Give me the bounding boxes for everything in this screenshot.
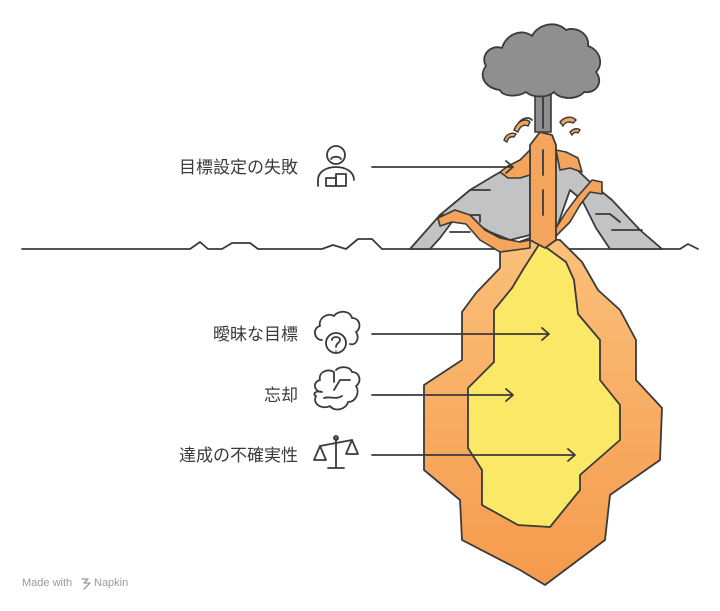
magma-chamber-inner <box>467 242 621 528</box>
lava-flow-right <box>555 149 583 173</box>
ground-line <box>21 238 699 250</box>
person-desk-icon <box>317 145 355 187</box>
lava-flow-left-lower <box>437 209 531 253</box>
made-with-napkin-footer: Made with Napkin <box>22 577 128 590</box>
label-uncertainty: 達成の不確実性 <box>179 446 298 466</box>
smoke-cloud <box>481 23 602 99</box>
balance-scale-icon <box>313 435 359 469</box>
label-goal-failure: 目標設定の失敗 <box>179 158 298 178</box>
napkin-brand-text: Napkin <box>94 577 128 589</box>
cloud-question-icon <box>314 310 361 354</box>
brain-icon <box>313 366 361 411</box>
arrow-uncertainty <box>371 448 576 462</box>
label-vague-goals: 曖昧な目標 <box>213 325 298 345</box>
lava-flow-left <box>499 149 531 179</box>
label-forgetting: 忘却 <box>264 386 298 406</box>
napkin-logo-icon <box>81 578 91 590</box>
arrow-forgetting <box>371 388 514 402</box>
made-with-text: Made with <box>22 577 72 589</box>
arrow-vague-goals <box>371 327 550 341</box>
arrow-goal-failure <box>371 160 514 174</box>
lava-flow-right-lower <box>555 179 603 237</box>
